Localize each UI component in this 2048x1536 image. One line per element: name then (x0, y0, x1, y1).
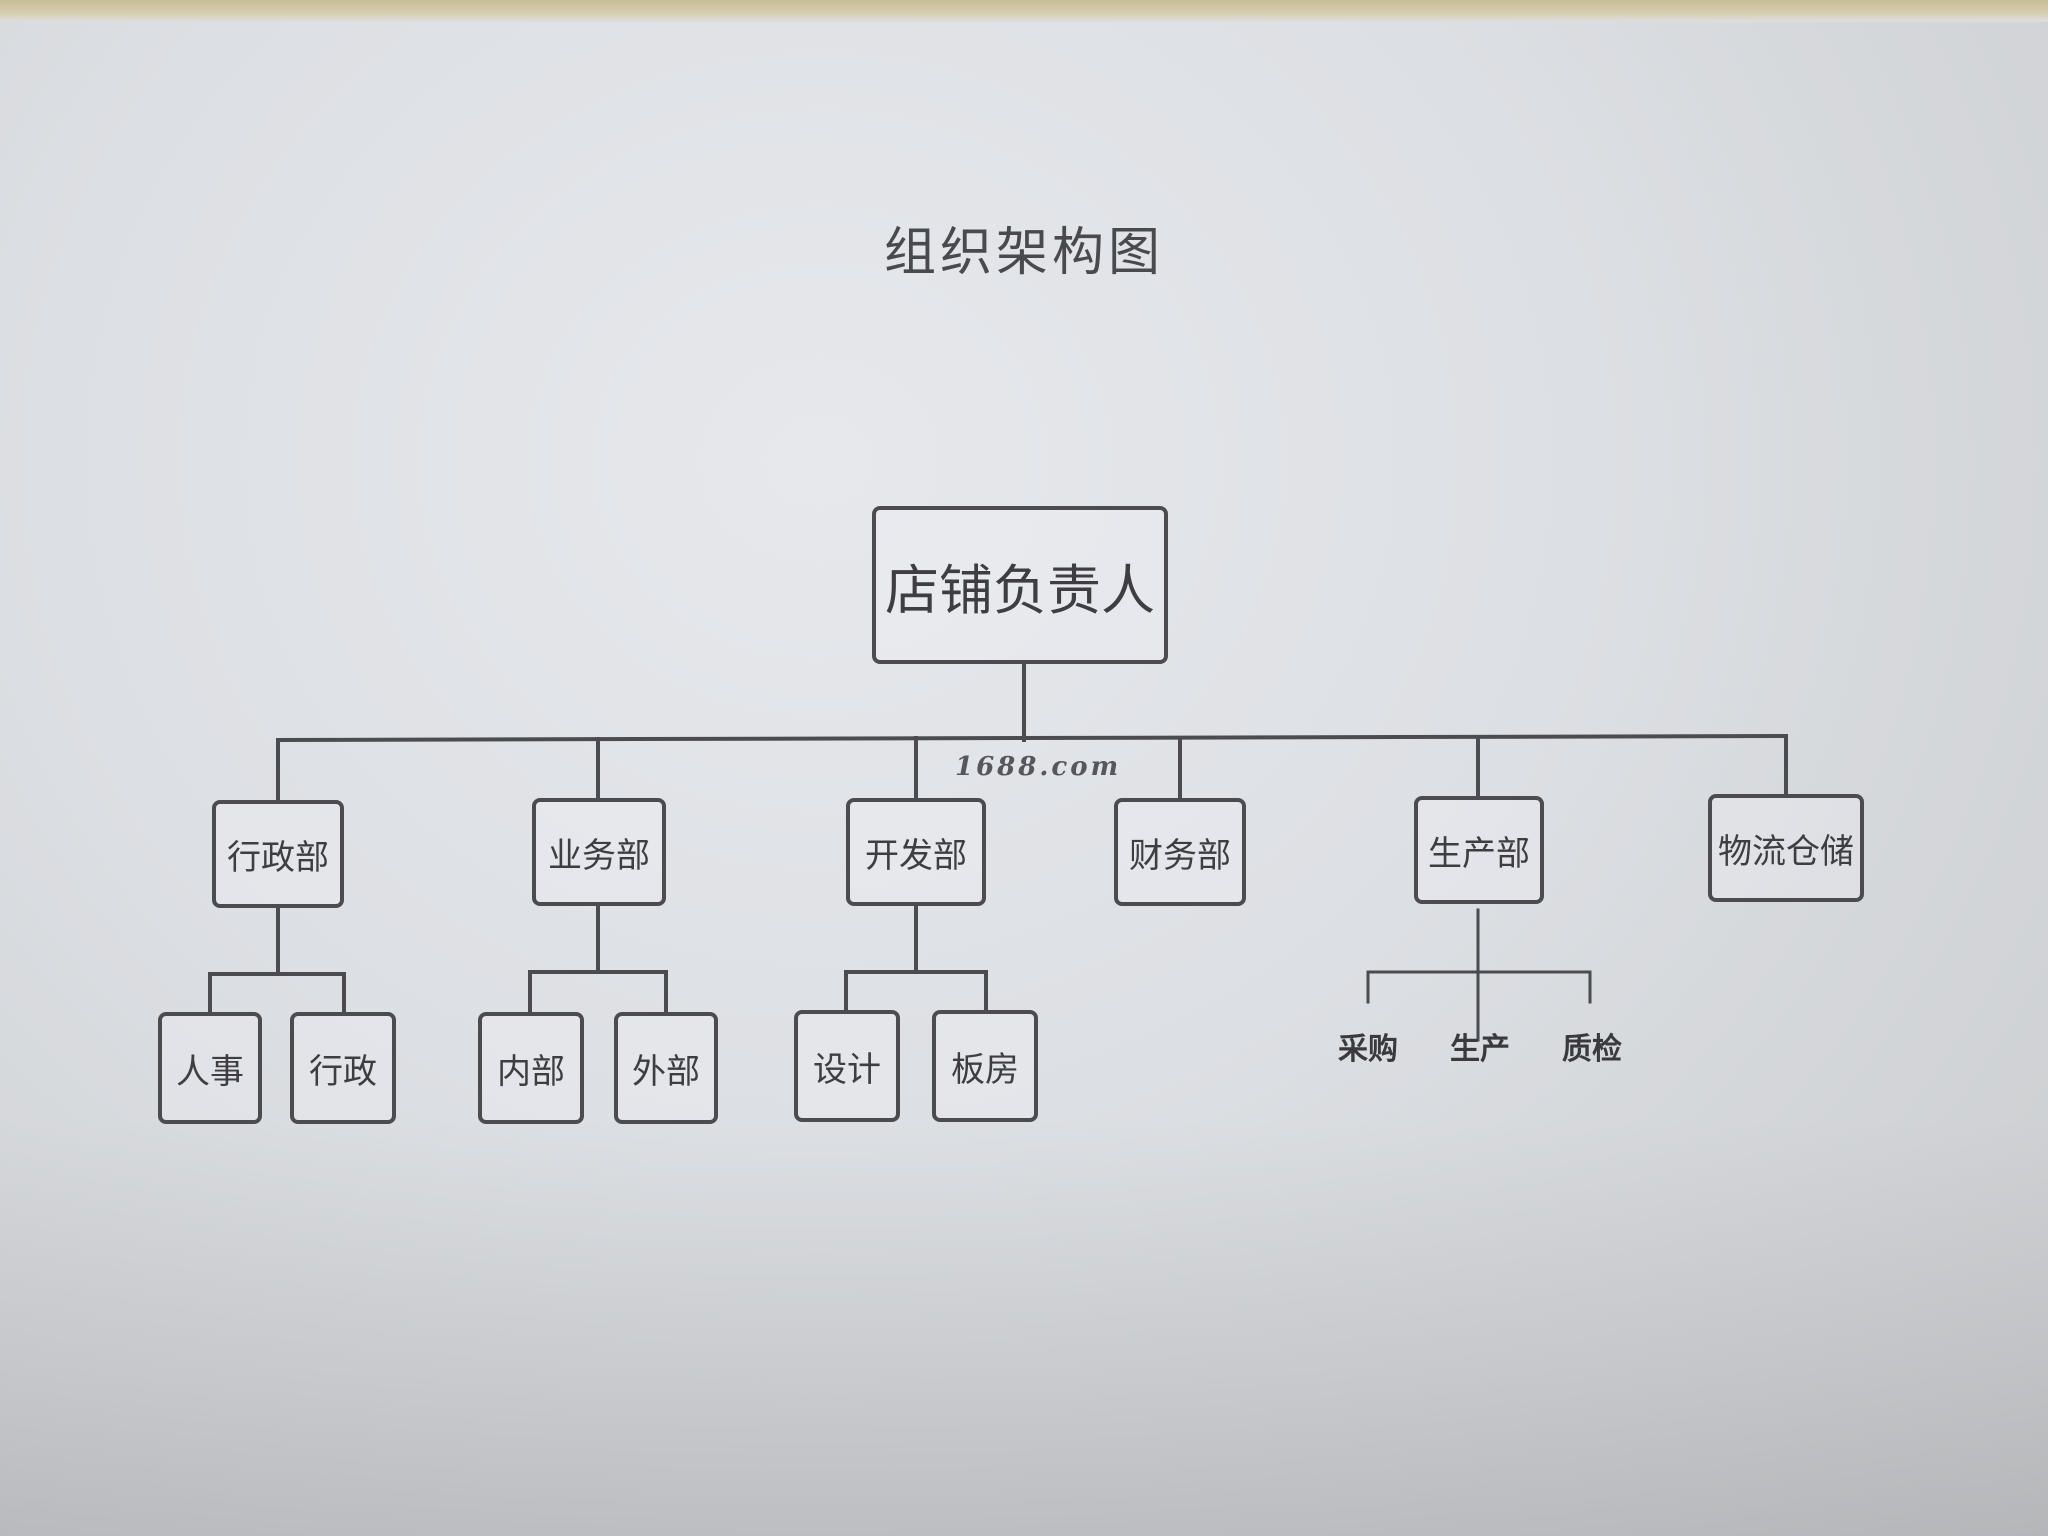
sub-node: 人事 (158, 1012, 262, 1124)
sub-label: 内部 (497, 1051, 565, 1092)
leaf-label: 生产 (1450, 1032, 1510, 1067)
root-node: 店铺负责人 (872, 506, 1168, 664)
dept-label: 开发部 (865, 835, 967, 876)
sub-node: 行政 (290, 1012, 396, 1124)
watermark: 1688.com (955, 752, 1122, 782)
dept-node: 行政部 (212, 800, 344, 908)
leaf-label: 质检 (1562, 1032, 1622, 1067)
paper-shadow (0, 1120, 2048, 1536)
sub-node: 板房 (932, 1010, 1038, 1122)
dept-label: 生产部 (1428, 833, 1530, 874)
dept-label: 业务部 (548, 835, 650, 876)
sub-label: 行政 (309, 1051, 377, 1092)
sub-node: 设计 (794, 1010, 900, 1122)
dept-node: 生产部 (1414, 796, 1544, 904)
sub-label: 外部 (632, 1051, 700, 1092)
sub-label: 人事 (176, 1051, 244, 1092)
desk-edge (0, 0, 2048, 22)
sub-label: 板房 (951, 1049, 1019, 1090)
dept-node: 财务部 (1114, 798, 1246, 906)
sub-node: 外部 (614, 1012, 718, 1124)
dept-label: 财务部 (1129, 835, 1231, 876)
sub-label: 设计 (813, 1049, 881, 1090)
sub-node: 内部 (478, 1012, 584, 1124)
dept-label: 行政部 (227, 837, 329, 878)
leaf-label: 采购 (1338, 1032, 1398, 1067)
main-bus (275, 733, 1789, 743)
dept-node: 开发部 (846, 798, 986, 906)
root-label: 店铺负责人 (885, 558, 1155, 622)
dept-node: 物流仓储 (1708, 794, 1864, 902)
dept-node: 业务部 (532, 798, 666, 906)
diagram-title: 组织架构图 (883, 223, 1164, 283)
dept-label: 物流仓储 (1718, 831, 1854, 872)
